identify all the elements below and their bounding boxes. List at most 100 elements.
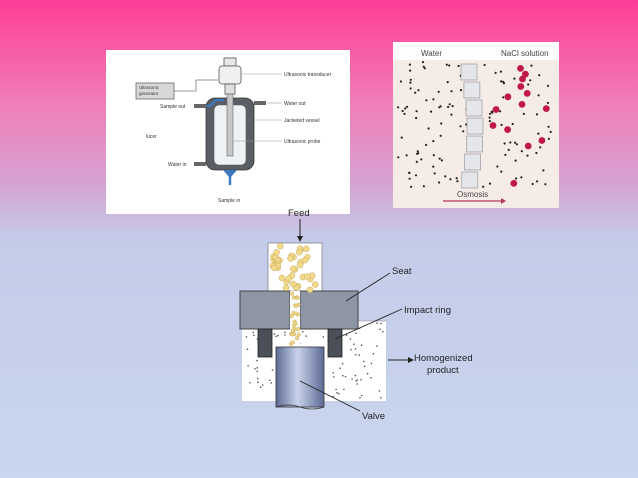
side-fragment-label: lucer	[146, 134, 157, 140]
water-molecule	[417, 89, 420, 92]
product-particle	[366, 372, 369, 375]
water-molecule	[432, 98, 435, 101]
water-molecule	[522, 112, 525, 115]
water-molecule	[450, 113, 453, 116]
product-particle	[382, 330, 384, 333]
water-molecule	[408, 63, 411, 66]
feed-particle	[291, 295, 296, 300]
product-particle	[256, 370, 259, 373]
seat-label: Seat	[392, 266, 412, 277]
product-particle	[269, 379, 271, 382]
water-molecule	[399, 80, 402, 83]
feed-particle	[296, 261, 304, 269]
water-molecule	[527, 83, 530, 86]
water-molecule	[502, 96, 505, 99]
feed-particles	[269, 242, 319, 346]
water-molecule	[504, 153, 507, 156]
water-molecule	[489, 112, 492, 115]
water-out-port	[254, 101, 266, 105]
ultrasonic-probe	[226, 93, 234, 157]
membrane-segment	[463, 81, 481, 99]
water-molecule	[514, 141, 517, 144]
product-particle	[256, 377, 259, 380]
feed-particle	[291, 323, 296, 328]
product-particle	[273, 333, 276, 335]
product-particle	[370, 362, 373, 365]
product-particle	[277, 334, 279, 337]
feed-label: Feed	[288, 208, 310, 219]
water-molecule	[531, 182, 534, 186]
water-molecule	[536, 180, 539, 183]
sample-in-funnel	[223, 170, 237, 178]
sample-out-port	[194, 104, 206, 108]
feed-particle	[290, 280, 297, 288]
water-molecule	[415, 110, 418, 113]
product-particle	[356, 383, 358, 385]
water-molecule	[405, 154, 408, 157]
solute-particle	[504, 93, 512, 101]
product-particle	[322, 336, 325, 338]
water-molecule	[447, 105, 450, 109]
transducer-neck	[224, 83, 236, 95]
water-molecule	[456, 180, 459, 183]
product-particle	[254, 368, 256, 370]
feed-particle	[303, 245, 310, 253]
water-molecule	[408, 171, 411, 175]
water-molecule	[414, 174, 418, 177]
product-particle	[252, 331, 255, 334]
water-molecule	[515, 177, 518, 180]
product-particle	[355, 332, 357, 334]
water-molecule	[422, 185, 425, 188]
feed-particle	[287, 255, 294, 262]
water-molecule	[449, 178, 452, 181]
water-molecule	[511, 122, 514, 126]
water-molecule	[514, 159, 517, 162]
valve-label: Valve	[362, 411, 385, 422]
water-molecule	[439, 105, 442, 108]
feed-particle	[273, 249, 280, 256]
water-molecule	[530, 64, 533, 67]
product-particle	[344, 375, 347, 378]
product-particle	[354, 374, 357, 377]
feed-particle	[293, 303, 298, 308]
valve	[275, 346, 325, 408]
water-out-label: Water out	[284, 101, 306, 107]
product-particle	[343, 388, 345, 391]
impact-ring-leader	[334, 308, 403, 340]
solute-particle	[504, 126, 511, 133]
product-particle	[351, 378, 353, 380]
feed-particle	[296, 332, 301, 337]
water-molecule	[507, 148, 510, 151]
feed-particle	[289, 265, 297, 272]
sample-out-label: Sample out	[160, 104, 186, 110]
product-particle	[245, 336, 248, 338]
product-particle	[301, 330, 304, 333]
probe-label: Ultrasonic probe	[284, 139, 321, 145]
feed-particle	[290, 328, 295, 333]
product-particle	[349, 338, 352, 340]
product-label-2: product	[427, 365, 459, 376]
water-molecule	[539, 146, 542, 149]
water-molecule	[535, 151, 538, 155]
water-molecule	[422, 65, 425, 68]
water-molecule	[513, 77, 516, 80]
water-molecule	[417, 152, 420, 155]
membrane-segment	[466, 117, 484, 135]
seat-left	[239, 290, 291, 330]
impact-ring-label: Impact ring	[404, 305, 451, 316]
water-molecule	[482, 185, 485, 188]
product-particle	[378, 390, 381, 392]
product-particle	[370, 377, 372, 379]
water-molecule	[397, 106, 400, 109]
water-molecule	[537, 94, 540, 97]
product-particle	[257, 381, 259, 383]
product-particle	[358, 354, 361, 356]
water-molecule	[462, 130, 465, 133]
feed-particle	[285, 275, 292, 282]
water-molecule	[494, 71, 497, 74]
solute-particle	[519, 75, 526, 83]
product-particle	[353, 343, 355, 345]
product-particle	[376, 345, 378, 347]
product-particle	[376, 322, 378, 324]
transducer-label: Ultrasonic transducer	[284, 72, 332, 78]
